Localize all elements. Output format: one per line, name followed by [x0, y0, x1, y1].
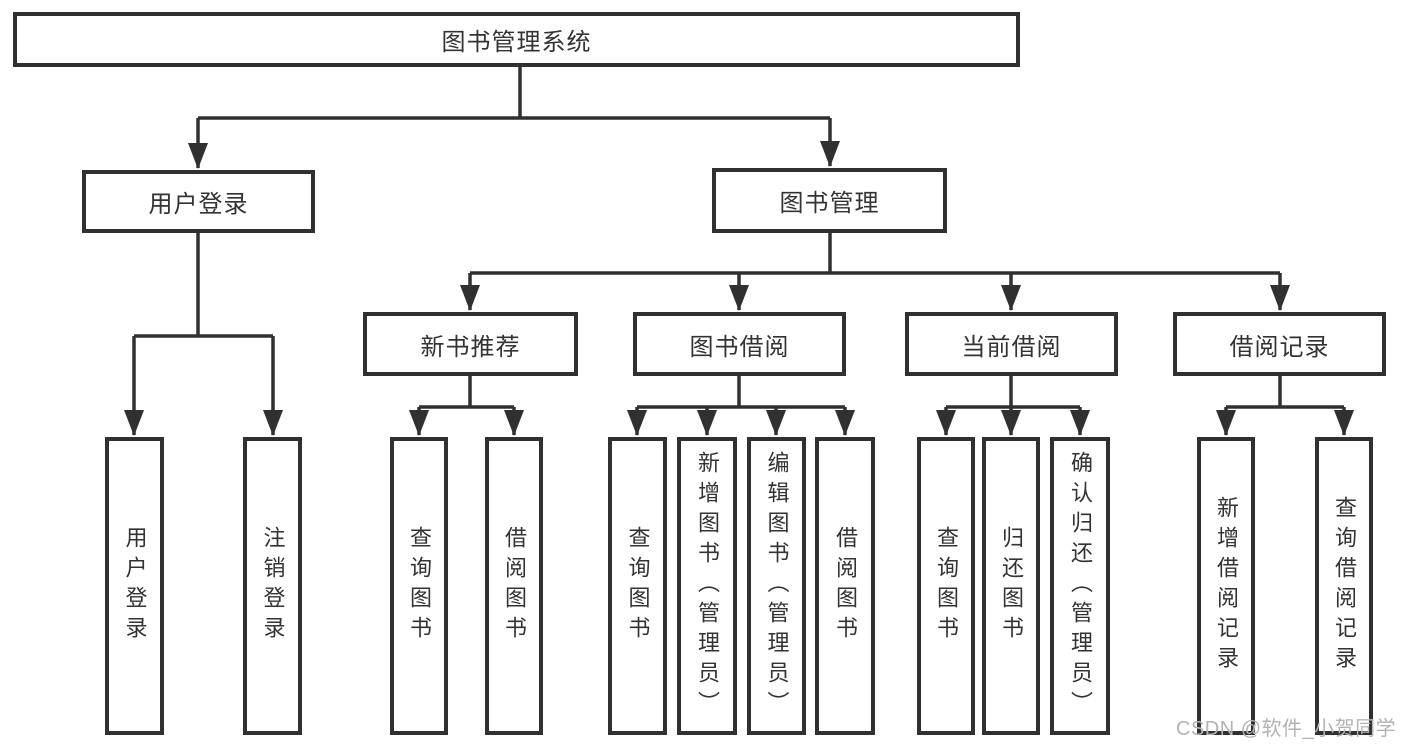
leaf-add-borrow-record-label: 新增借阅记录	[1214, 496, 1239, 676]
leaf-logout: 注销登录	[243, 437, 302, 735]
leaf-add-book-admin: 新增图书（管理员）	[677, 437, 737, 735]
leaf-user-login-label: 用户登录	[122, 526, 148, 646]
leaf-query-book-borrowing-label: 查询图书	[625, 526, 651, 646]
leaf-query-book-current: 查询图书	[917, 437, 975, 735]
leaf-edit-book-admin-label: 编辑图书（管理员）	[764, 451, 790, 721]
leaf-confirm-return-admin: 确认归还（管理员）	[1050, 437, 1110, 735]
connector-arrows	[124, 118, 1354, 436]
node-book-borrowing: 图书借阅	[633, 312, 846, 376]
leaf-query-book-newrec: 查询图书	[390, 437, 448, 735]
connector-trunks	[134, 66, 1344, 409]
node-current-borrowing: 当前借阅	[905, 312, 1118, 376]
leaf-add-book-admin-label: 新增图书（管理员）	[695, 451, 720, 721]
node-book-management: 图书管理	[712, 168, 947, 233]
leaf-return-book-label: 归还图书	[999, 526, 1024, 646]
leaf-borrow-book-newrec-label: 借阅图书	[502, 526, 527, 646]
leaf-borrow-book-newrec: 借阅图书	[485, 437, 543, 735]
node-library-system: 图书管理系统	[13, 12, 1020, 67]
leaf-borrow-book-borrowing-label: 借阅图书	[833, 526, 858, 646]
leaf-query-borrow-record: 查询借阅记录	[1315, 437, 1373, 735]
leaf-add-borrow-record: 新增借阅记录	[1197, 437, 1255, 735]
leaf-query-book-borrowing: 查询图书	[608, 437, 667, 735]
leaf-query-book-current-label: 查询图书	[934, 526, 959, 646]
leaf-confirm-return-admin-label: 确认归还（管理员）	[1068, 451, 1093, 721]
csdn-watermark: CSDN @软件_小贺同学	[1176, 718, 1397, 740]
node-borrowing-records: 借阅记录	[1173, 312, 1386, 376]
leaf-query-book-newrec-label: 查询图书	[407, 526, 432, 646]
leaf-logout-label: 注销登录	[260, 526, 286, 646]
node-user-login: 用户登录	[82, 170, 315, 233]
node-new-book-recommend: 新书推荐	[363, 312, 578, 376]
leaf-edit-book-admin: 编辑图书（管理员）	[747, 437, 806, 735]
leaf-query-borrow-record-label: 查询借阅记录	[1332, 496, 1357, 676]
leaf-return-book: 归还图书	[982, 437, 1040, 735]
leaf-borrow-book-borrowing: 借阅图书	[815, 437, 875, 735]
leaf-user-login: 用户登录	[105, 437, 164, 735]
